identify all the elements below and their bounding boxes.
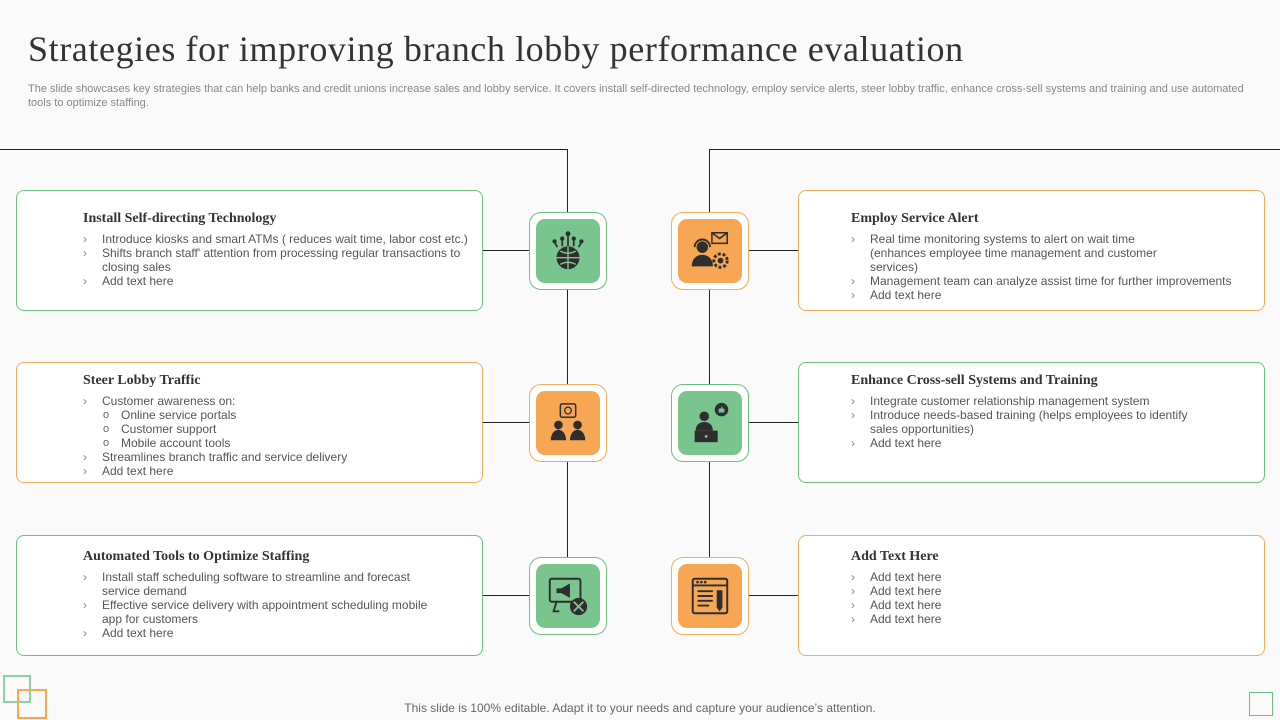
card-title: Employ Service Alert: [851, 211, 979, 226]
online-training-icon-svg: [694, 402, 729, 443]
card-bullets: Customer awareness on: Online service po…: [83, 394, 474, 478]
corner-decoration-orange: [17, 689, 47, 719]
card-bullets: Introduce kiosks and smart ATMs ( reduce…: [83, 232, 474, 288]
bullet-item: Add text here: [83, 464, 474, 478]
megaphone-tools-icon: [536, 564, 600, 628]
connector-right-2: [748, 422, 798, 423]
service-alert-icon: [678, 219, 742, 283]
bullet-item: Real time monitoring systems to alert on…: [851, 232, 1244, 274]
icon-tile-cross-sell: [671, 384, 749, 462]
service-alert-icon-svg: [691, 232, 729, 269]
card-bullets: Integrate customer relationship manageme…: [851, 394, 1204, 450]
bullet-item: Add text here: [83, 274, 474, 288]
strategy-card-steer-lobby-traffic: Steer Lobby Traffic Customer awareness o…: [16, 362, 483, 483]
card-bullets: Add text here Add text here Add text her…: [851, 570, 1256, 626]
connector-right-3: [748, 595, 798, 596]
corner-decoration-right: [1249, 692, 1273, 716]
card-bullets: Real time monitoring systems to alert on…: [851, 232, 1244, 302]
strategy-card-self-directing-technology: Install Self-directing Technology Introd…: [16, 190, 483, 311]
strategy-card-add-text: Add Text Here Add text here Add text her…: [798, 535, 1265, 656]
slide-subtitle: The slide showcases key strategies that …: [28, 83, 1244, 109]
icon-tile-self-directing: [529, 212, 607, 290]
bullet-item: Add text here: [851, 612, 1256, 626]
strategy-card-automated-tools: Automated Tools to Optimize Staffing Ins…: [16, 535, 483, 656]
footer-note: This slide is 100% editable. Adapt it to…: [404, 701, 876, 715]
card-title: Add Text Here: [851, 549, 939, 564]
icon-tile-steer-lobby: [529, 384, 607, 462]
top-right-connector: [709, 149, 1280, 150]
card-title: Automated Tools to Optimize Staffing: [83, 549, 310, 564]
bullet-item: Add text here: [851, 288, 1244, 302]
globe-network-icon: [536, 219, 600, 283]
slide-title: Strategies for improving branch lobby pe…: [28, 29, 964, 69]
icon-tile-automated-tools: [529, 557, 607, 635]
icon-tile-service-alert: [671, 212, 749, 290]
card-title: Steer Lobby Traffic: [83, 373, 201, 388]
connector-left-1: [483, 250, 529, 251]
sub-bullet-item: Online service portals: [83, 408, 474, 422]
browser-document-icon-svg: [691, 577, 729, 615]
bullet-item: Add text here: [851, 570, 1256, 584]
bullet-item: Introduce needs-based training (helps em…: [851, 408, 1204, 436]
bullet-item: Add text here: [851, 598, 1256, 612]
sub-bullet-item: Customer support: [83, 422, 474, 436]
bullet-item: Add text here: [83, 626, 432, 640]
icon-tile-add-text: [671, 557, 749, 635]
connector-left-3: [483, 595, 529, 596]
sub-bullet-item: Mobile account tools: [83, 436, 474, 450]
bullet-item: Install staff scheduling software to str…: [83, 570, 432, 598]
bullet-item: Customer awareness on:: [83, 394, 474, 408]
bullet-item: Shifts branch staff' attention from proc…: [83, 246, 474, 274]
card-title: Install Self-directing Technology: [83, 211, 277, 226]
connector-right-1: [748, 250, 798, 251]
browser-document-icon: [678, 564, 742, 628]
bullet-item: Add text here: [851, 436, 1204, 450]
top-left-connector: [0, 149, 568, 150]
online-training-icon: [678, 391, 742, 455]
left-spine: [567, 149, 568, 557]
card-bullets: Install staff scheduling software to str…: [83, 570, 432, 640]
bullet-item: Add text here: [851, 584, 1256, 598]
strategy-card-cross-sell-systems: Enhance Cross-sell Systems and Training …: [798, 362, 1265, 483]
right-spine: [709, 149, 710, 557]
customer-support-icon: [536, 391, 600, 455]
customer-support-icon-svg: [550, 403, 586, 441]
megaphone-tools-icon-svg: [548, 577, 588, 616]
bullet-item: Streamlines branch traffic and service d…: [83, 450, 474, 464]
bullet-item: Introduce kiosks and smart ATMs ( reduce…: [83, 232, 474, 246]
bullet-item: Integrate customer relationship manageme…: [851, 394, 1204, 408]
bullet-item: Effective service delivery with appointm…: [83, 598, 432, 626]
bullet-item: Management team can analyze assist time …: [851, 274, 1244, 288]
connector-left-2: [483, 422, 529, 423]
card-title: Enhance Cross-sell Systems and Training: [851, 373, 1098, 388]
strategy-card-employ-service-alert: Employ Service Alert Real time monitorin…: [798, 190, 1265, 311]
globe-network-icon-svg: [552, 231, 584, 270]
